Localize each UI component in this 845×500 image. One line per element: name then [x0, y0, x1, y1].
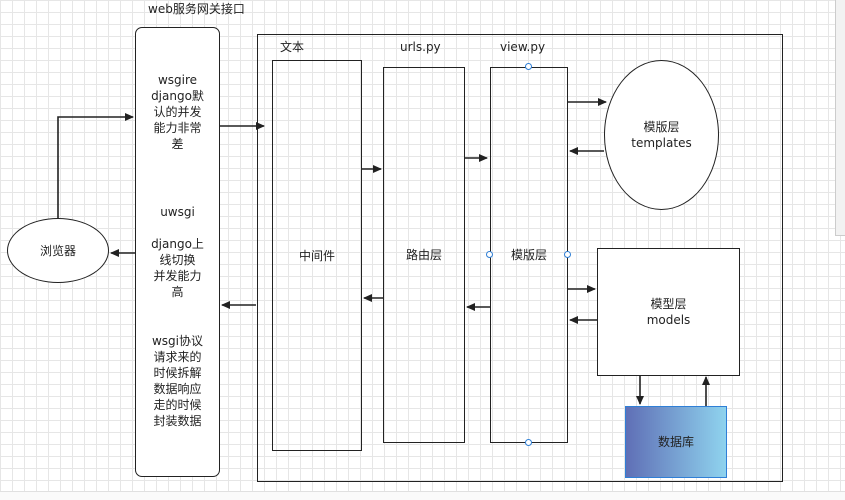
django-framework-container[interactable]: [257, 34, 783, 482]
selection-handle-top[interactable]: [525, 63, 532, 70]
gateway-uwsgi-desc-text: django上 线切换 并发能力 高: [151, 237, 204, 299]
router-box[interactable]: 路由层: [383, 67, 465, 443]
vertical-scrollbar[interactable]: [835, 0, 845, 236]
browser-node[interactable]: 浏览器: [7, 218, 109, 283]
middleware-box[interactable]: 中间件: [272, 60, 362, 451]
bottom-edge: [0, 491, 845, 500]
gateway-box[interactable]: [135, 27, 220, 477]
templates-node[interactable]: 模版层 templates: [604, 60, 719, 210]
selection-handle-right[interactable]: [564, 251, 571, 258]
database-box[interactable]: 数据库: [625, 406, 727, 478]
middleware-header-label: 文本: [280, 40, 305, 54]
arrow-browser-to-gateway[interactable]: [57, 113, 134, 218]
view-header-label: view.py: [500, 40, 546, 54]
models-box[interactable]: 模型层 models: [597, 248, 740, 376]
gateway-wsgiref-text: wsgire django默 认的并发 能力非常 差: [151, 73, 204, 151]
web-gateway-label: web服务网关接口: [148, 2, 245, 16]
selection-handle-left[interactable]: [486, 251, 493, 258]
gateway-uwsgi-text: uwsgi: [160, 205, 195, 219]
view-box[interactable]: 模版层: [490, 67, 568, 443]
selection-handle-bottom[interactable]: [525, 439, 532, 446]
gateway-wsgi-desc-text: wsgi协议 请求来的 时候拆解 数据响应 走的时候 封装数据: [151, 334, 204, 428]
router-header-label: urls.py: [400, 40, 441, 54]
